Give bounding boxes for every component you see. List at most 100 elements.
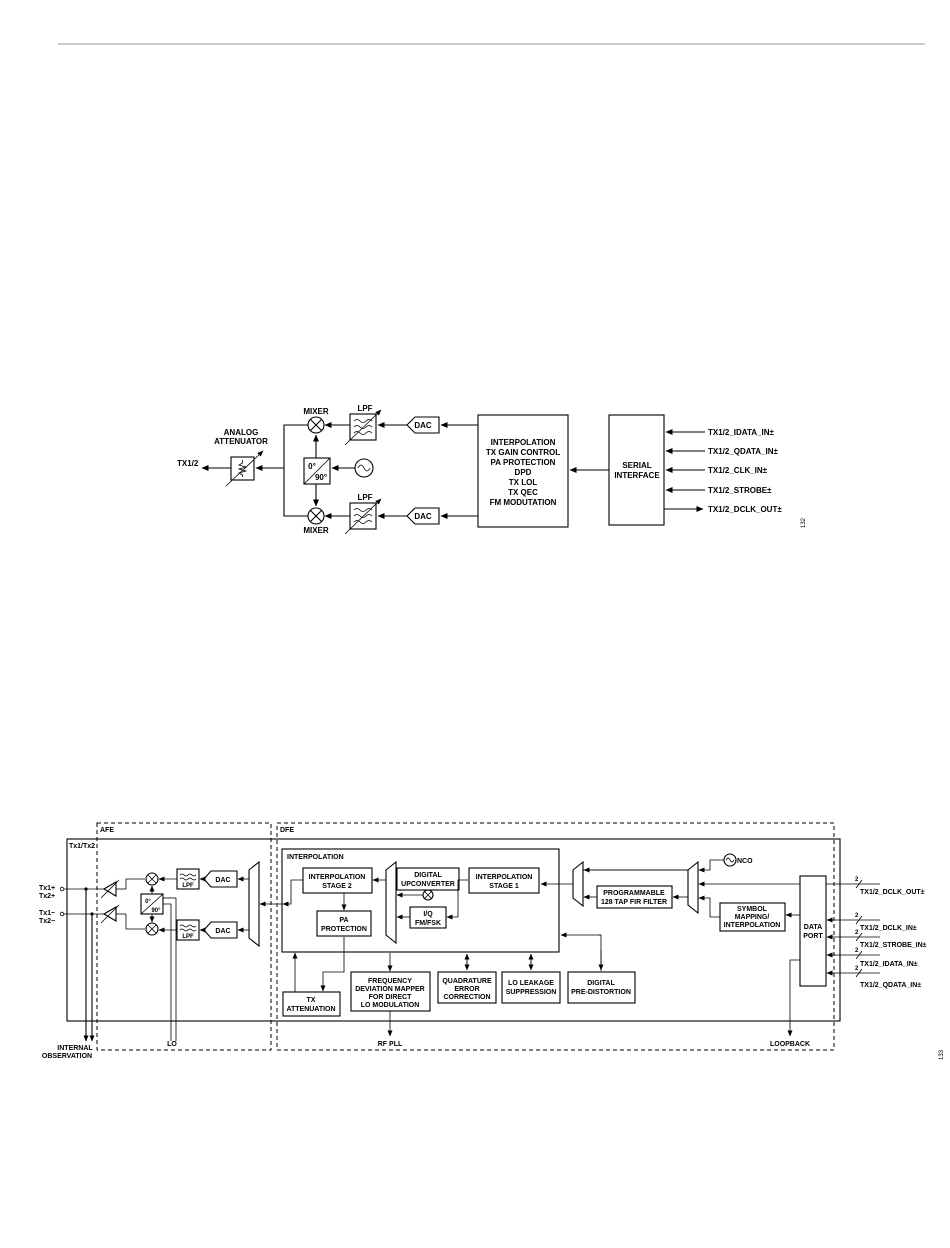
svg-text:I/Q: I/Q [423, 911, 433, 918]
svg-text:2: 2 [855, 948, 859, 954]
svg-text:DATA: DATA [804, 924, 822, 931]
dac-top: DAC [406, 416, 440, 434]
phase-splitter: 0° 90° [303, 457, 331, 485]
svg-text:TX: TX [307, 997, 316, 1004]
channel-label: Tx1/Tx2 [69, 843, 95, 850]
local-oscillator-icon [354, 458, 374, 478]
interpolation-stage-2: INTERPOLATION STAGE 2 [302, 867, 373, 894]
svg-text:DAC: DAC [414, 512, 432, 521]
afe-label: AFE [100, 827, 114, 834]
svg-text:FREQUENCY: FREQUENCY [368, 978, 412, 985]
svg-text:INTERPOLATION: INTERPOLATION [724, 922, 781, 929]
svg-text:DEVIATION MAPPER: DEVIATION MAPPER [355, 986, 425, 993]
iq-fmfsk: I/Q FM/FSK [409, 906, 447, 929]
dfe-mux-right [687, 860, 699, 915]
svg-text:SERIAL: SERIAL [622, 461, 651, 470]
figure-1-id: 132 [801, 517, 807, 528]
svg-text:DIGITAL: DIGITAL [587, 980, 615, 987]
svg-text:LPF: LPF [182, 934, 194, 940]
svg-text:TX1/2_DCLK_OUT±: TX1/2_DCLK_OUT± [860, 889, 925, 896]
svg-text:TX LOL: TX LOL [509, 478, 538, 487]
mixer-bottom: MIXER [303, 507, 329, 535]
duc-mixer [422, 889, 434, 901]
svg-text:MIXER: MIXER [303, 526, 329, 535]
svg-text:ATTENUATION: ATTENUATION [286, 1006, 335, 1013]
serial-signals: TX1/2_IDATA_IN± TX1/2_QDATA_IN± TX1/2_CL… [664, 428, 782, 514]
afe-demux [248, 860, 260, 948]
svg-text:QUADRATURE: QUADRATURE [442, 978, 492, 985]
svg-text:90°: 90° [151, 908, 161, 914]
svg-text:0°: 0° [308, 462, 316, 471]
svg-text:DPD: DPD [515, 468, 532, 477]
svg-text:PA: PA [339, 917, 348, 924]
symbol-mapping: SYMBOL MAPPING/ INTERPOLATION [719, 902, 786, 932]
afe-dac-top: DAC [203, 870, 238, 888]
svg-text:NCO: NCO [737, 858, 753, 865]
svg-text:FOR DIRECT: FOR DIRECT [369, 994, 413, 1001]
serial-interface-block: SERIAL INTERFACE [608, 414, 665, 526]
svg-text:90°: 90° [315, 473, 327, 482]
svg-text:Tx2+: Tx2+ [39, 893, 55, 900]
pa-drivers [100, 879, 120, 924]
chip-outline [66, 838, 841, 1022]
svg-text:FM MODUTATION: FM MODUTATION [490, 498, 557, 507]
lpf-top: LPF [344, 404, 382, 446]
svg-text:INTERPOLATION: INTERPOLATION [491, 438, 556, 447]
signal-strobe: TX1/2_STROBE± [708, 486, 772, 495]
internal-observation-label: INTERNAL [57, 1045, 93, 1052]
digital-upconverter: DIGITAL UPCONVERTER [396, 867, 460, 891]
rf-pll-label: RF PLL [378, 1041, 403, 1048]
svg-text:Tx1−: Tx1− [39, 910, 55, 917]
figure-1-tx-block-diagram: SERIAL INTERFACE INTERPOLATION TX GAIN C… [177, 404, 807, 535]
svg-text:Tx1+: Tx1+ [39, 885, 55, 892]
svg-text:INTERFACE: INTERFACE [614, 471, 660, 480]
svg-text:MIXER: MIXER [303, 407, 329, 416]
svg-text:LPF: LPF [357, 493, 372, 502]
svg-text:CORRECTION: CORRECTION [443, 994, 490, 1001]
svg-text:DIGITAL: DIGITAL [414, 872, 442, 879]
figure-2-id: 133 [939, 1049, 945, 1060]
svg-text:ATTENUATOR: ATTENUATOR [214, 437, 268, 446]
svg-text:PROTECTION: PROTECTION [321, 926, 367, 933]
svg-text:Tx2−: Tx2− [39, 918, 55, 925]
mixer-top: MIXER [303, 407, 329, 434]
afe-dac-bottom: DAC [203, 921, 238, 939]
svg-text:PROGRAMMABLE: PROGRAMMABLE [603, 890, 665, 897]
afe-mixer-bottom [145, 922, 159, 936]
svg-text:DAC: DAC [215, 928, 230, 935]
data-port: DATA PORT [799, 875, 827, 987]
svg-text:SUPPRESSION: SUPPRESSION [506, 989, 557, 996]
tx-pins: Tx1+ Tx2+ Tx1− Tx2− [39, 885, 104, 925]
analog-attenuator: ANALOG ATTENUATOR [214, 428, 268, 487]
lo-label: LO [167, 1041, 177, 1048]
signal-dclk-out: TX1/2_DCLK_OUT± [708, 505, 782, 514]
loopback-label: LOOPBACK [770, 1041, 810, 1048]
tx-attenuation: TX ATTENUATION [282, 991, 341, 1017]
svg-text:LO MODULATION: LO MODULATION [361, 1002, 420, 1009]
svg-text:DAC: DAC [414, 421, 432, 430]
pa-protection: PA PROTECTION [316, 910, 372, 937]
svg-text:OBSERVATION: OBSERVATION [42, 1053, 92, 1060]
svg-text:2: 2 [855, 966, 859, 972]
interpolation-processing-block: INTERPOLATION TX GAIN CONTROL PA PROTECT… [477, 414, 569, 528]
afe-region [96, 822, 272, 1051]
dac-bottom: DAC [406, 507, 440, 525]
dfe-mux-left [572, 860, 584, 908]
signal-clk-in: TX1/2_CLK_IN± [708, 466, 768, 475]
svg-text:INTERPOLATION: INTERPOLATION [309, 874, 366, 881]
svg-text:TX QEC: TX QEC [508, 488, 538, 497]
lo-leakage-suppression: LO LEAKAGE SUPPRESSION [501, 971, 561, 1004]
svg-text:ANALOG: ANALOG [224, 428, 259, 437]
svg-text:STAGE 2: STAGE 2 [322, 883, 352, 890]
svg-text:STAGE 1: STAGE 1 [489, 883, 519, 890]
interpolation-stage-1: INTERPOLATION STAGE 1 [468, 867, 540, 894]
svg-text:MAPPING/: MAPPING/ [735, 914, 770, 921]
output-label: TX1/2 [177, 459, 199, 468]
svg-text:ERROR: ERROR [454, 986, 479, 993]
svg-text:LO LEAKAGE: LO LEAKAGE [508, 980, 554, 987]
svg-text:2: 2 [855, 930, 859, 936]
svg-text:DAC: DAC [215, 877, 230, 884]
svg-text:TX1/2_IDATA_IN±: TX1/2_IDATA_IN± [860, 961, 918, 968]
lpf-bottom: LPF [344, 493, 382, 535]
svg-text:LPF: LPF [357, 404, 372, 413]
